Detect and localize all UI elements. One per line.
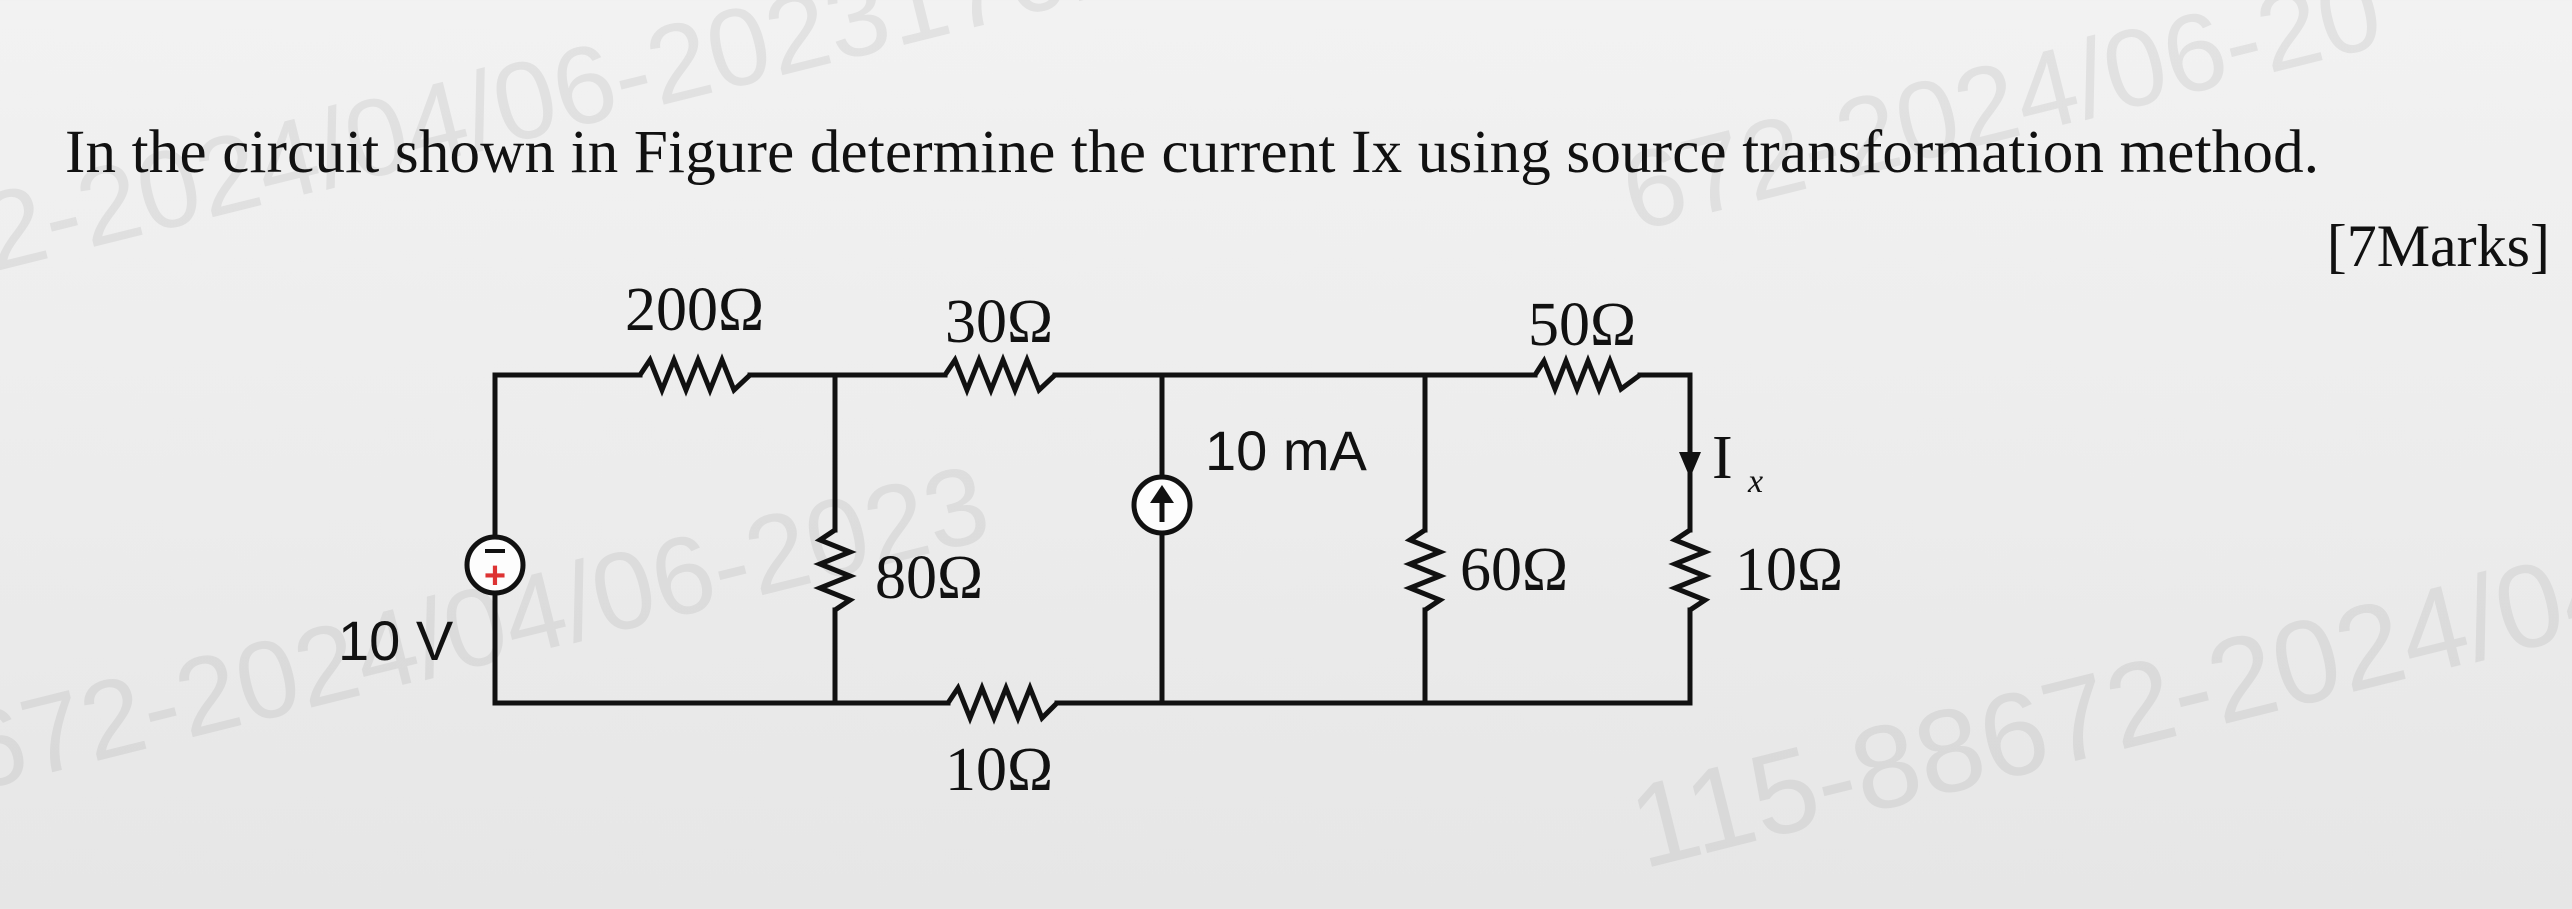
current-source-arrow-head (1150, 485, 1174, 503)
question-text: In the circuit shown in Figure determine… (65, 119, 2320, 186)
current-source-label: 10 mA (1205, 419, 1367, 482)
resistor-200-ohm-label: 200Ω (625, 276, 764, 344)
resistor-60-ohm (1403, 527, 1447, 613)
resistor-30-ohm-label: 30Ω (945, 288, 1053, 356)
resistor-200-ohm (637, 353, 752, 397)
current-source (1131, 474, 1193, 536)
marks-label: [7Marks] (2326, 213, 2550, 279)
current-ix-subscript: x (1747, 463, 1763, 500)
resistor-10-ohm-bottom-label: 10Ω (945, 736, 1053, 804)
voltage-source: + (464, 534, 526, 597)
resistor-50-ohm-label: 50Ω (1528, 291, 1636, 359)
resistor-80-ohm (813, 527, 857, 613)
resistor-10-ohm-right-label: 10Ω (1735, 536, 1843, 604)
resistor-50-ohm (1532, 354, 1642, 396)
resistor-10-ohm-bottom (945, 681, 1059, 725)
current-ix-label: I (1712, 424, 1733, 492)
resistor-30-ohm (942, 353, 1057, 397)
resistor-60-ohm-label: 60Ω (1460, 536, 1568, 604)
resistor-80-ohm-label: 80Ω (875, 544, 983, 612)
current-ix-arrow (1679, 452, 1701, 478)
voltage-source-symbol (464, 534, 526, 596)
voltage-source-label: 10 V (338, 609, 454, 672)
resistor-10-ohm-right (1668, 527, 1712, 613)
plus-sign: + (484, 555, 506, 597)
